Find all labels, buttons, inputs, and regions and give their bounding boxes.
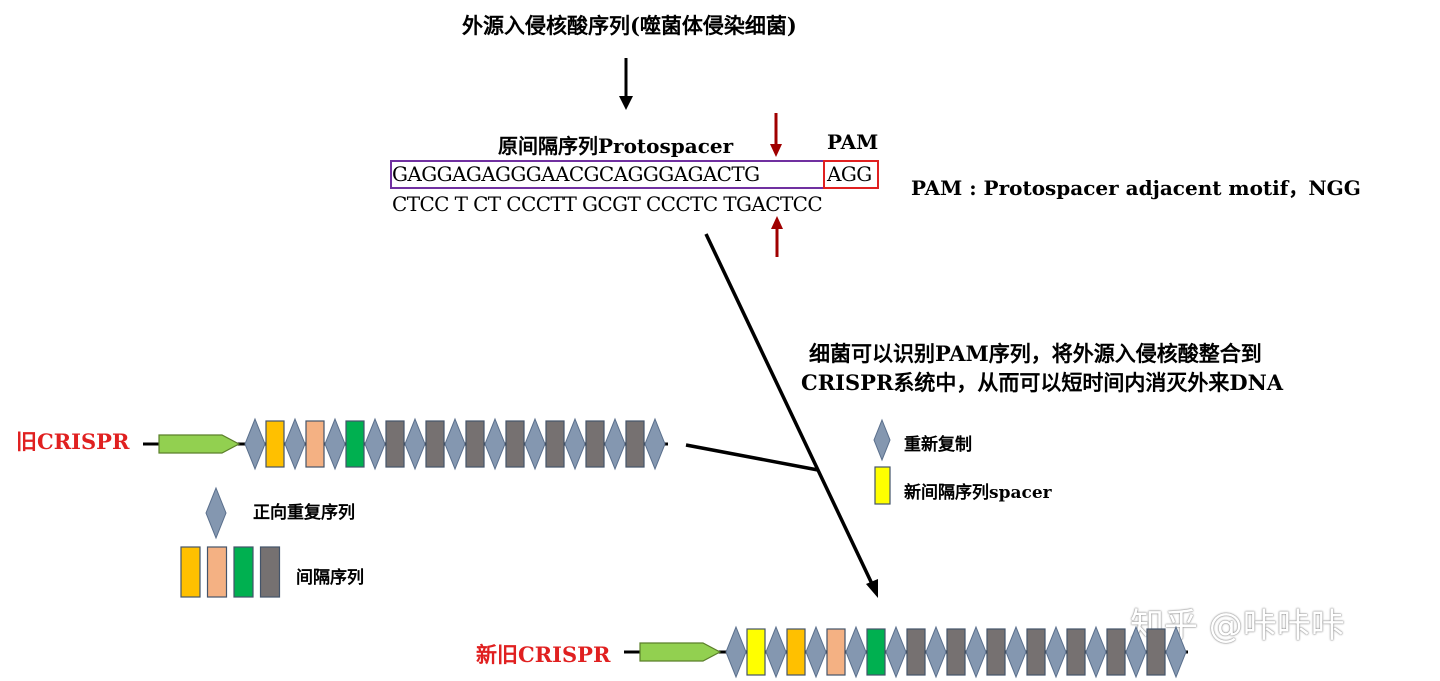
- old-crispr-spacer-1: [265, 420, 285, 468]
- protospacer-label: 原间隔序列Protospacer: [498, 134, 734, 158]
- new-crispr-repeat-5: [925, 625, 947, 679]
- legend-swatch-1: [180, 546, 201, 598]
- legend-swatch-2: [206, 546, 228, 598]
- legend-recopy-label: 重新复制: [904, 435, 972, 455]
- new-crispr-leader: [639, 642, 722, 662]
- old-crispr-spacer-5: [425, 420, 445, 468]
- old-crispr-spacer-8: [545, 420, 565, 468]
- cut-arrow-top-head: [770, 144, 782, 157]
- old-crispr-repeat-6: [484, 417, 506, 471]
- legend-swatch-3: [233, 546, 254, 598]
- title-down-arrowhead: [619, 96, 633, 110]
- old-crispr-repeat-10: [644, 417, 666, 471]
- old-crispr-spacer-10: [625, 420, 645, 468]
- top-strand-pam: AGG: [827, 162, 872, 186]
- legend-new-spacer-swatch: [874, 466, 891, 505]
- pam-label: PAM: [827, 130, 879, 154]
- old-crispr-repeat-8: [564, 417, 586, 471]
- old-crispr-repeat-3: [364, 417, 386, 471]
- new-crispr-repeat-8: [1045, 625, 1067, 679]
- new-crispr-repeat-11: [1165, 625, 1187, 679]
- old-crispr-repeat-9: [604, 417, 626, 471]
- old-crispr-connector: [685, 443, 819, 472]
- source-title: 外源入侵核酸序列(噬菌体侵染细菌): [462, 13, 797, 38]
- pam-definition: PAM : Protospacer adjacent motif，NGG: [911, 176, 1361, 200]
- cut-arrow-bottom-head: [771, 216, 783, 229]
- new-crispr-repeat-1: [765, 625, 787, 679]
- new-crispr-repeat-4: [885, 625, 907, 679]
- protospacer-box: [390, 160, 825, 189]
- new-crispr-spacer-10: [1106, 628, 1126, 676]
- watermark: 知乎 @咔咔咔: [1130, 606, 1345, 646]
- old-crispr-repeat-5: [444, 417, 466, 471]
- old-crispr-spacer-3: [345, 420, 365, 468]
- old-crispr-repeat-1: [284, 417, 306, 471]
- new-crispr-spacer-3: [826, 628, 846, 676]
- new-crispr-spacer-8: [1026, 628, 1046, 676]
- new-crispr-spacer-11: [1146, 628, 1166, 676]
- old-crispr-repeat-2: [324, 417, 346, 471]
- old-crispr-repeat-4: [404, 417, 426, 471]
- old-crispr-spacer-7: [505, 420, 525, 468]
- new-crispr-repeat-7: [1005, 625, 1027, 679]
- legend-repeat-label: 正向重复序列: [253, 503, 355, 523]
- explanation-line-2: CRISPR系统中，从而可以短时间内消灭外来DNA: [801, 370, 1284, 395]
- old-crispr-repeat-7: [524, 417, 546, 471]
- integration-arrow: [704, 233, 875, 587]
- new-crispr-array: [624, 625, 1188, 679]
- explanation-line-1: 细菌可以识别PAM序列，将外源入侵核酸整合到: [809, 341, 1262, 366]
- old-crispr-leader: [158, 434, 241, 454]
- integration-arrowhead: [866, 579, 878, 598]
- legend-swatch-4: [259, 546, 281, 598]
- top-strand-protospacer: GAGGAGAGGGAACGCAGGGAGACTG: [392, 162, 760, 186]
- old-crispr-spacer-6: [465, 420, 485, 468]
- legend-new-spacer-label: 新间隔序列spacer: [904, 483, 1052, 503]
- new-crispr-spacer-7: [986, 628, 1006, 676]
- new-crispr-spacer-1: [746, 628, 766, 676]
- legend-spacer-swatches: [180, 546, 281, 598]
- legend-repeat-diamond: [205, 486, 227, 540]
- new-crispr-repeat-10: [1125, 625, 1147, 679]
- new-crispr-repeat-2: [805, 625, 827, 679]
- pam-box: [823, 160, 879, 189]
- new-crispr-spacer-9: [1066, 628, 1086, 676]
- old-crispr-label: 旧CRISPR: [16, 429, 130, 454]
- old-crispr-spacer-2: [305, 420, 325, 468]
- old-crispr-array: [143, 417, 668, 471]
- new-crispr-label: 新旧CRISPR: [476, 642, 611, 667]
- bottom-strand: CTCC T CT CCCTT GCGT CCCTC TGACTCC: [392, 192, 823, 216]
- new-crispr-repeat-9: [1085, 625, 1107, 679]
- old-crispr-repeat-0: [244, 417, 266, 471]
- new-crispr-spacer-6: [946, 628, 966, 676]
- new-crispr-repeat-6: [965, 625, 987, 679]
- old-crispr-spacer-4: [385, 420, 405, 468]
- legend-spacer-label: 间隔序列: [296, 568, 364, 588]
- old-crispr-spacer-9: [585, 420, 605, 468]
- new-crispr-spacer-5: [906, 628, 926, 676]
- legend-recopy-diamond: [873, 418, 891, 462]
- new-crispr-repeat-3: [845, 625, 867, 679]
- new-crispr-spacer-2: [786, 628, 806, 676]
- new-crispr-repeat-0: [725, 625, 747, 679]
- new-crispr-spacer-4: [866, 628, 886, 676]
